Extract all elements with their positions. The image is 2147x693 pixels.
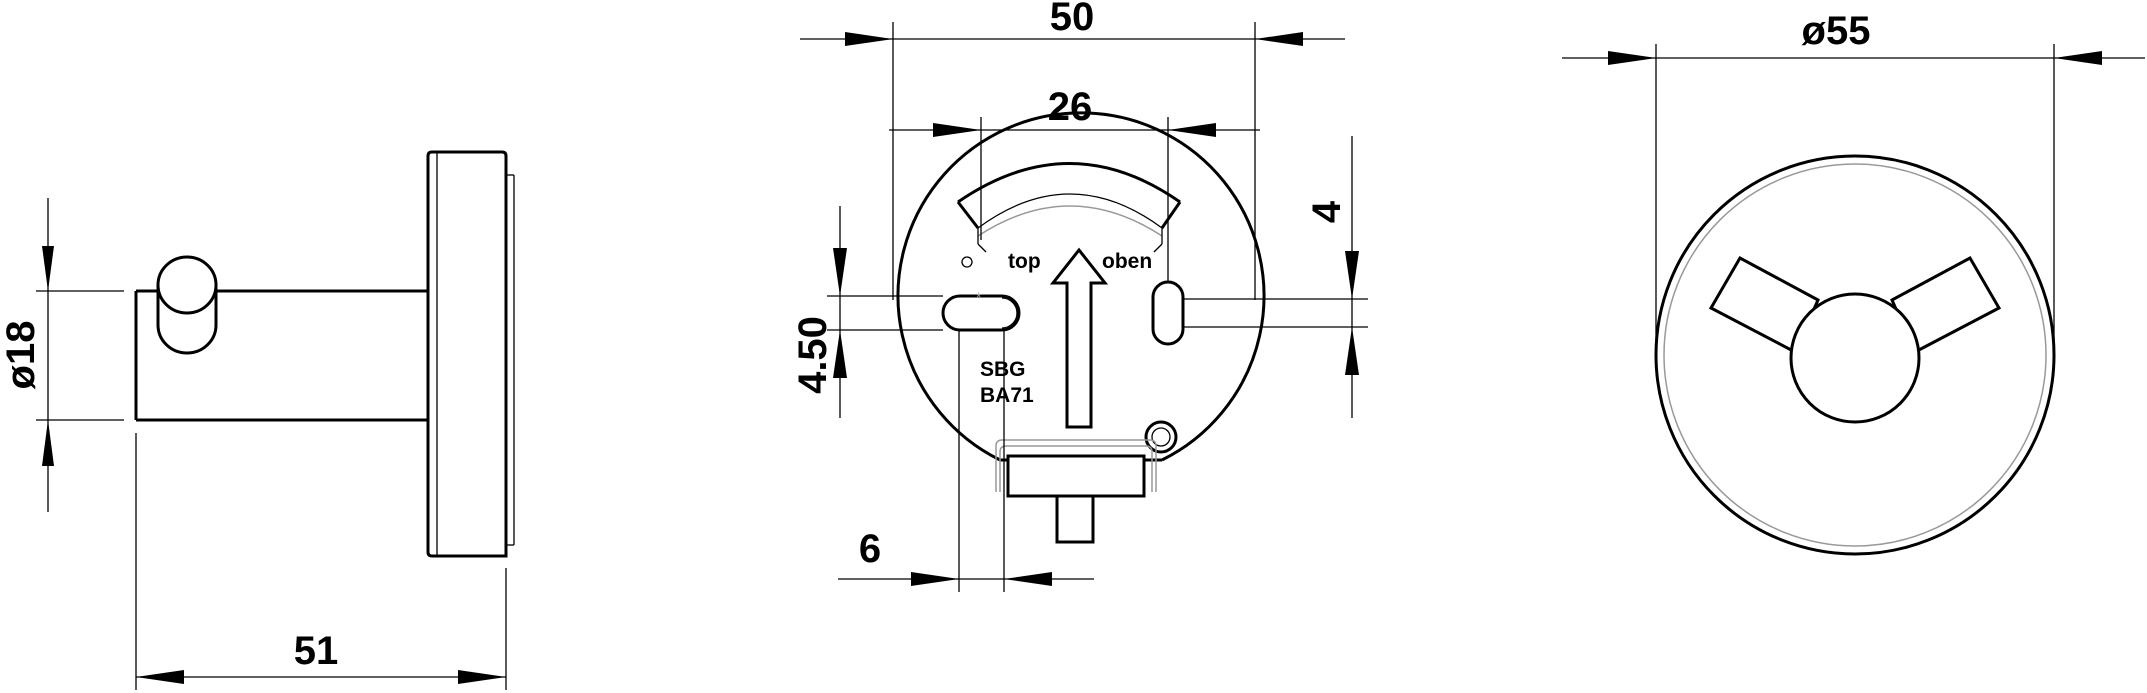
back-view-spacing-label: 26 — [1048, 85, 1093, 129]
back-view-small-hole — [961, 256, 973, 268]
back-view-offset-label: 4 — [1305, 200, 1349, 223]
back-view-arc-channel-outer — [957, 162, 1181, 204]
front-view: ø55 — [1562, 9, 2145, 556]
back-view-offset-arrow-top — [1345, 251, 1359, 299]
back-view-spacing-arrow-right — [1168, 123, 1216, 137]
side-view-depth-arrow-left — [136, 670, 184, 684]
back-view-width-arrow-right — [1255, 32, 1303, 46]
back-view-code-line2: BA71 — [980, 384, 1034, 407]
back-view-slot-width-label: 6 — [859, 527, 881, 571]
side-view-diameter-arrow-bottom — [42, 420, 54, 466]
side-view-wall-plate — [426, 150, 508, 558]
back-view-height-arrow-bottom — [833, 330, 847, 378]
side-view-knob — [156, 255, 218, 355]
back-view-height-label: 4.50 — [791, 316, 835, 394]
back-view-width-arrow-left — [845, 32, 893, 46]
back-view-slot-width-arrow-right — [1004, 572, 1052, 586]
back-view-label-oben: oben — [1102, 250, 1152, 273]
svg-text:*: * — [976, 289, 982, 305]
front-view-center-boss — [1789, 292, 1921, 424]
side-view-depth-arrow-right — [458, 670, 506, 684]
front-view-diameter-label: ø55 — [1802, 9, 1871, 53]
side-view-diameter-label: ø18 — [0, 321, 43, 390]
side-view-depth-label: 51 — [294, 629, 339, 673]
front-view-diameter-arrow-right — [2054, 51, 2102, 65]
back-view-slot-width-arrow-left — [911, 572, 959, 586]
front-view-diameter-arrow-left — [1608, 51, 1656, 65]
back-view-label-top: top — [1008, 250, 1041, 273]
back-view-height-arrow-top — [833, 248, 847, 296]
side-view: ø18 51 — [0, 150, 515, 690]
back-view: top oben SBG BA71 * 50 26 — [791, 0, 1368, 592]
front-view-inner-ring — [1663, 163, 2047, 547]
side-view-diameter-arrow-top — [42, 246, 54, 291]
back-view-screw-hole — [1144, 420, 1178, 454]
back-view-direction-arrow — [1049, 247, 1109, 429]
back-view-left-slot — [941, 294, 1021, 332]
back-view-bottom-tab — [1006, 454, 1146, 498]
back-view-code-line1: SBG — [980, 358, 1026, 381]
back-view-right-slot — [1151, 280, 1185, 346]
back-view-bottom-peg — [1055, 494, 1095, 544]
back-view-spacing-arrow-left — [933, 123, 981, 137]
back-view-offset-arrow-bottom — [1345, 327, 1359, 375]
back-view-width-label: 50 — [1050, 0, 1095, 39]
back-view-outline — [896, 111, 1266, 462]
